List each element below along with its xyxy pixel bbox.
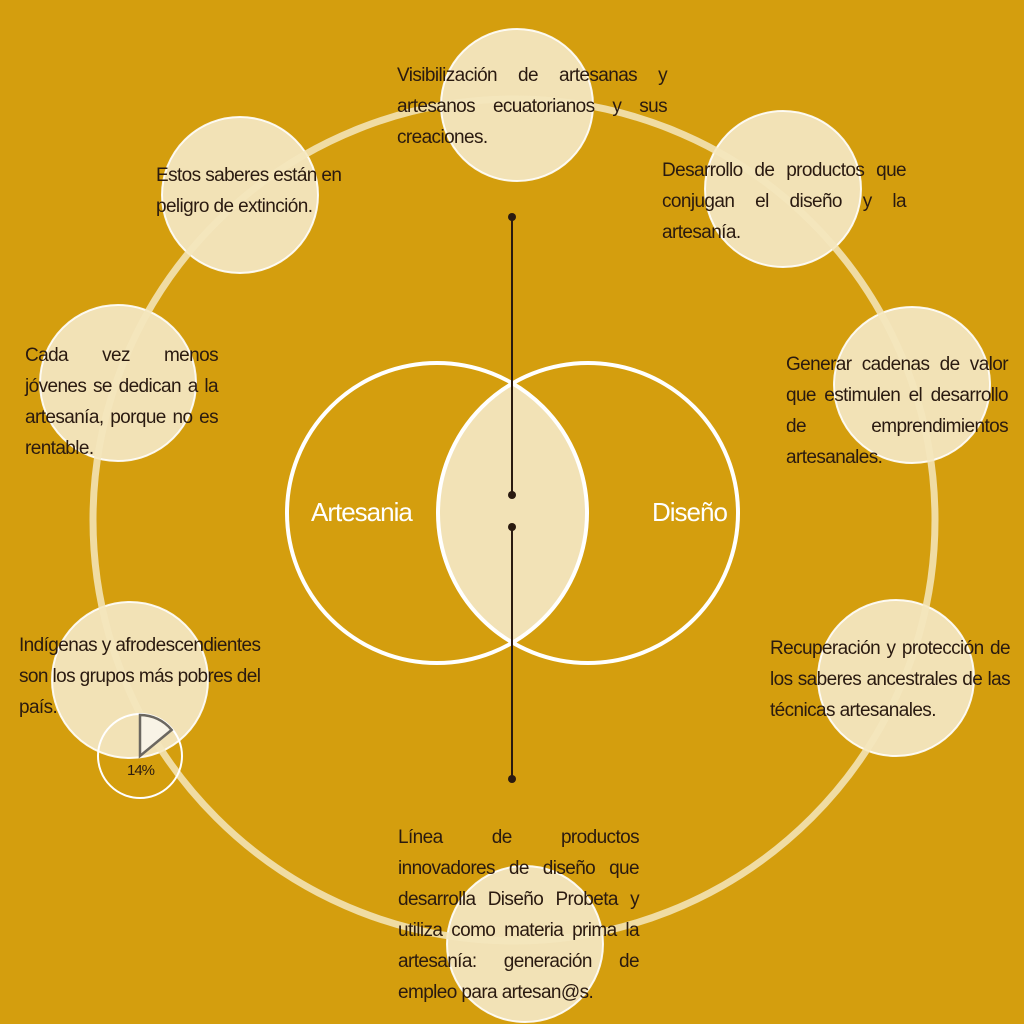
connector-dot-center-lower xyxy=(508,523,516,531)
connector-dot-top xyxy=(508,213,516,221)
outer-ring xyxy=(89,95,939,945)
bubble-bottom-right xyxy=(818,600,974,756)
text-bottom-right: Recuperación y protección de los saberes… xyxy=(770,638,1011,721)
pie-slice-14 xyxy=(138,713,174,759)
text-bottom-left: Indígenas y afrodescendientes son los gr… xyxy=(19,635,261,718)
venn-label-diseno: Diseño xyxy=(652,497,728,527)
text-bottom: Línea de productos innovadores de diseño… xyxy=(398,827,640,1003)
text-right: Generar cadenas de valor que estimulen e… xyxy=(786,354,1009,468)
venn-label-artesania: Artesania xyxy=(311,497,413,527)
connector-dot-center-upper xyxy=(508,491,516,499)
text-top-left: Estos saberes están en peligro de extinc… xyxy=(156,165,342,217)
venn-circle-diseno xyxy=(436,361,740,665)
text-left: Cada vez menos jóvenes se dedican a la a… xyxy=(25,345,219,459)
bubble-top xyxy=(441,29,593,181)
pie-label: 14% xyxy=(127,762,155,779)
bubble-bottom-left xyxy=(52,602,208,758)
venn-circle-artesania xyxy=(285,361,589,665)
connector-dot-bottom xyxy=(508,775,516,783)
text-top-right: Desarrollo de productos que conjugan el … xyxy=(662,160,907,243)
text-top: Visibilización de artesanas y artesanos … xyxy=(397,65,668,148)
